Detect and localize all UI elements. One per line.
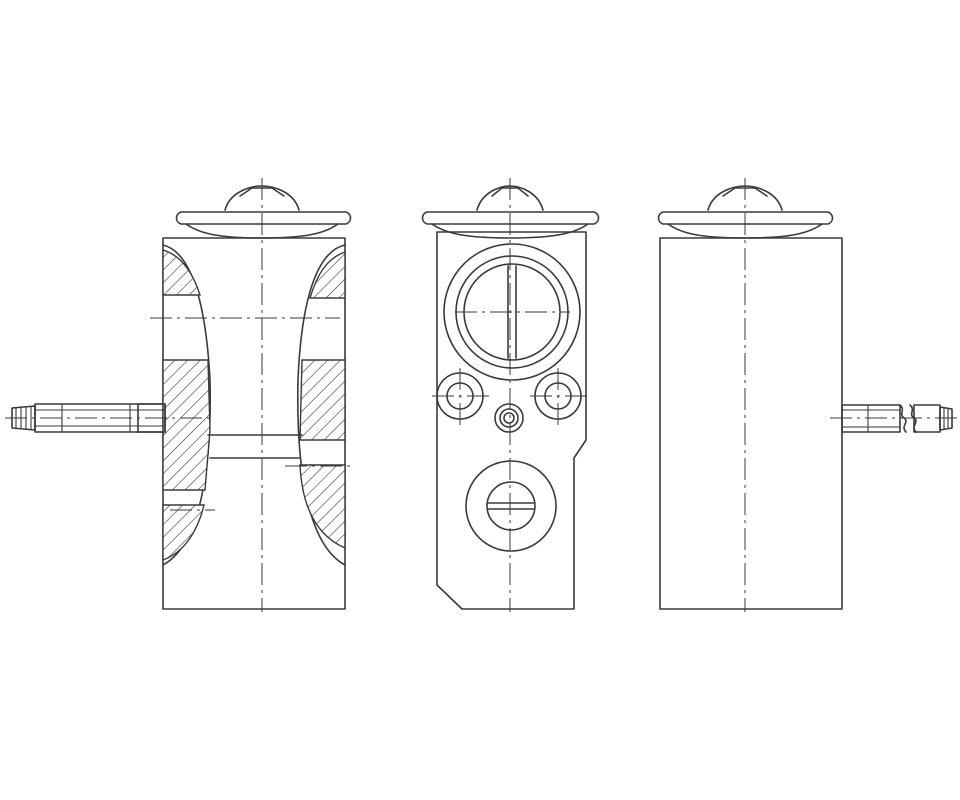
left-hatch-section [162,359,211,491]
left-inlet-stub [5,403,215,433]
front-view [421,178,600,612]
right-hatch-section [299,359,346,441]
right-outlet-stub [830,404,958,433]
left-section-view [5,178,352,612]
left-cap [175,185,352,239]
right-side-view [657,178,958,612]
center-screw [494,403,524,433]
bottom-port-outer [465,460,557,552]
right-body [659,237,843,610]
top-port-outer [443,243,581,381]
front-body [436,231,587,610]
